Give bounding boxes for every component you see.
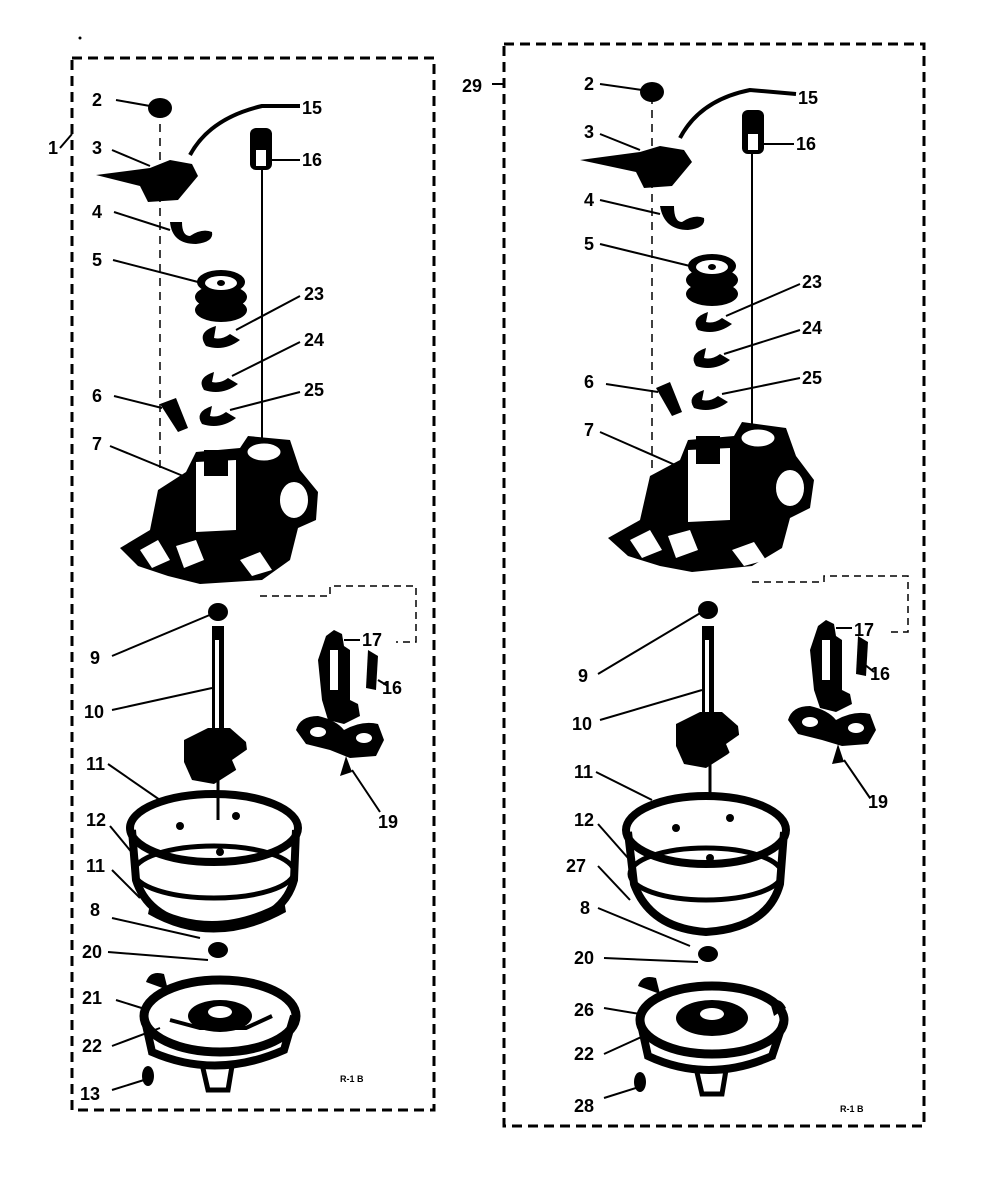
part-6-pin: [160, 398, 188, 432]
left-label-16a: 16: [302, 150, 322, 170]
right-label-8: 8: [580, 898, 590, 918]
part-4-clip: [170, 222, 213, 244]
part-17-18-19-lever: [296, 630, 384, 776]
right-label-2: 2: [584, 74, 594, 94]
right-label-27: 27: [566, 856, 586, 876]
right-panel-border: [502, 42, 926, 1128]
left-label-20: 20: [82, 942, 102, 962]
part-13-screw: [142, 1066, 154, 1086]
left-label-15: 15: [302, 98, 322, 118]
left-label-25: 25: [304, 380, 324, 400]
right-label-3: 3: [584, 122, 594, 142]
left-label-4: 4: [92, 202, 102, 222]
left-figure-code: R-1 B: [340, 1074, 364, 1084]
part-2-nut-r: [640, 82, 664, 102]
right-label-19: 19: [868, 792, 888, 812]
right-label-12: 12: [574, 810, 594, 830]
right-label-15: 15: [798, 88, 818, 108]
left-label-5: 5: [92, 250, 102, 270]
right-label-17: 17: [854, 620, 874, 640]
left-label-11b: 11: [86, 856, 105, 876]
right-label-23: 23: [802, 272, 822, 292]
left-assembly-panel: 1: [48, 56, 436, 1112]
right-label-16b: 16: [870, 664, 890, 684]
right-label-10: 10: [572, 714, 592, 734]
part-21-22-base: [139, 973, 301, 1093]
part-24-ring-r: [693, 348, 730, 368]
part-4-clip-r: [660, 206, 705, 230]
left-leader-lines: [107, 99, 389, 1091]
right-assembly-panel: 29: [462, 42, 926, 1128]
right-label-25: 25: [802, 368, 822, 388]
left-label-2: 2: [92, 90, 102, 110]
right-label-7: 7: [584, 420, 594, 440]
right-label-28: 28: [574, 1096, 594, 1116]
part-25-ring-r: [691, 390, 728, 410]
part-2-nut: [148, 98, 172, 118]
left-label-11a: 11: [86, 754, 105, 774]
left-label-10: 10: [84, 702, 104, 722]
left-panel-border: [70, 56, 436, 1112]
part-7-gear-housing-r: [608, 422, 814, 572]
right-figure-code: R-1 B: [840, 1104, 864, 1114]
part-16-stud: [250, 128, 272, 170]
part-16-stud-r: [742, 110, 764, 154]
part-28-screw-r: [634, 1072, 646, 1092]
left-label-24: 24: [304, 330, 324, 350]
left-label-19: 19: [378, 812, 398, 832]
part-9-ball: [208, 603, 228, 621]
left-label-6: 6: [92, 386, 102, 406]
part-6-pin-r: [656, 382, 682, 416]
speck: [78, 36, 82, 40]
left-label-12: 12: [86, 810, 106, 830]
left-label-23: 23: [304, 284, 324, 304]
part-3-bracket: [96, 160, 198, 202]
part-3-bracket-r: [580, 146, 692, 188]
right-label-11: 11: [574, 762, 593, 782]
left-label-17: 17: [362, 630, 382, 650]
left-label-3: 3: [92, 138, 102, 158]
part-11-12-27-drum-r: [622, 792, 790, 937]
part-23-ring: [202, 326, 240, 348]
part-23-ring-r: [695, 312, 732, 332]
part-17-18-19-lever-r: [788, 620, 876, 764]
left-label-7: 7: [92, 434, 102, 454]
right-leader-lines: [595, 83, 875, 1099]
left-label-21: 21: [82, 988, 102, 1008]
right-label-6: 6: [584, 372, 594, 392]
right-label-20: 20: [574, 948, 594, 968]
left-group-leader: [260, 585, 417, 643]
part-25-ring: [199, 406, 236, 426]
right-label-24: 24: [802, 318, 822, 338]
right-label-4: 4: [584, 190, 594, 210]
left-assembly-leader: [59, 133, 73, 149]
right-label-26: 26: [574, 1000, 594, 1020]
part-22-26-base-r: [635, 977, 789, 1097]
part-20-nut: [208, 942, 228, 958]
left-label-8: 8: [90, 900, 100, 920]
part-7-gear-housing: [120, 436, 318, 584]
left-label-13: 13: [80, 1084, 100, 1104]
right-label-22: 22: [574, 1044, 594, 1064]
left-label-22: 22: [82, 1036, 102, 1056]
part-10-shaft: [184, 626, 256, 820]
part-15-spring-r: [678, 87, 797, 139]
part-9-ball-r: [698, 601, 718, 619]
part-24-ring: [201, 372, 238, 392]
left-assembly-number: 1: [48, 138, 58, 158]
part-11-12-drum: [126, 790, 302, 933]
left-label-16b: 16: [382, 678, 402, 698]
right-label-5: 5: [584, 234, 594, 254]
right-group-leader: [752, 575, 909, 633]
part-10-shaft-r: [676, 626, 750, 800]
part-5-pulley: [195, 270, 247, 322]
part-15-spring: [188, 104, 300, 156]
part-20-nut-r: [698, 946, 718, 962]
right-label-9: 9: [578, 666, 588, 686]
right-label-16a: 16: [796, 134, 816, 154]
part-5-pulley-r: [686, 254, 738, 306]
left-label-9: 9: [90, 648, 100, 668]
right-assembly-number: 29: [462, 76, 482, 96]
